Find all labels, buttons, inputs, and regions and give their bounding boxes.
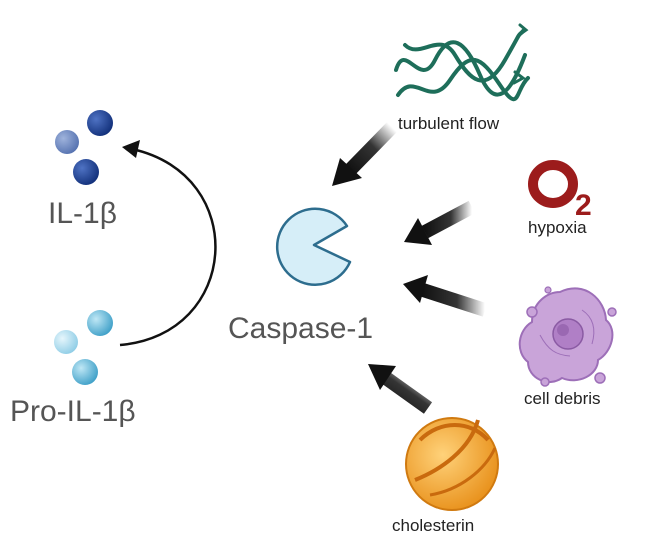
label-cholesterin: cholesterin	[392, 516, 475, 535]
spheres-pro-il1b-icon	[54, 310, 113, 385]
cholesterol-particle-icon	[405, 417, 499, 511]
arrow-from-flow	[332, 122, 398, 186]
svg-text:2: 2	[575, 189, 592, 222]
label-turbulent-flow: turbulent flow	[398, 114, 500, 133]
arrow-from-hypoxia	[404, 200, 476, 245]
label-caspase-1: Caspase-1	[228, 312, 374, 345]
o2-icon: 2	[528, 160, 592, 222]
label-cell-debris: cell debris	[524, 389, 601, 408]
arrow-from-cholesterin	[368, 364, 433, 414]
label-hypoxia: hypoxia	[528, 218, 587, 237]
conversion-arrow	[119, 140, 217, 347]
arrow-from-cell-debris	[403, 275, 488, 317]
spheres-il1b-icon	[55, 110, 113, 185]
label-il1b: IL-1β	[48, 197, 117, 230]
turbulent-flow-icon	[394, 23, 530, 102]
cell-debris-icon	[518, 286, 617, 387]
stimulus-arrows	[332, 122, 488, 414]
caspase-pacman-icon	[275, 207, 352, 287]
label-pro-il1b: Pro-IL-1β	[10, 395, 136, 428]
